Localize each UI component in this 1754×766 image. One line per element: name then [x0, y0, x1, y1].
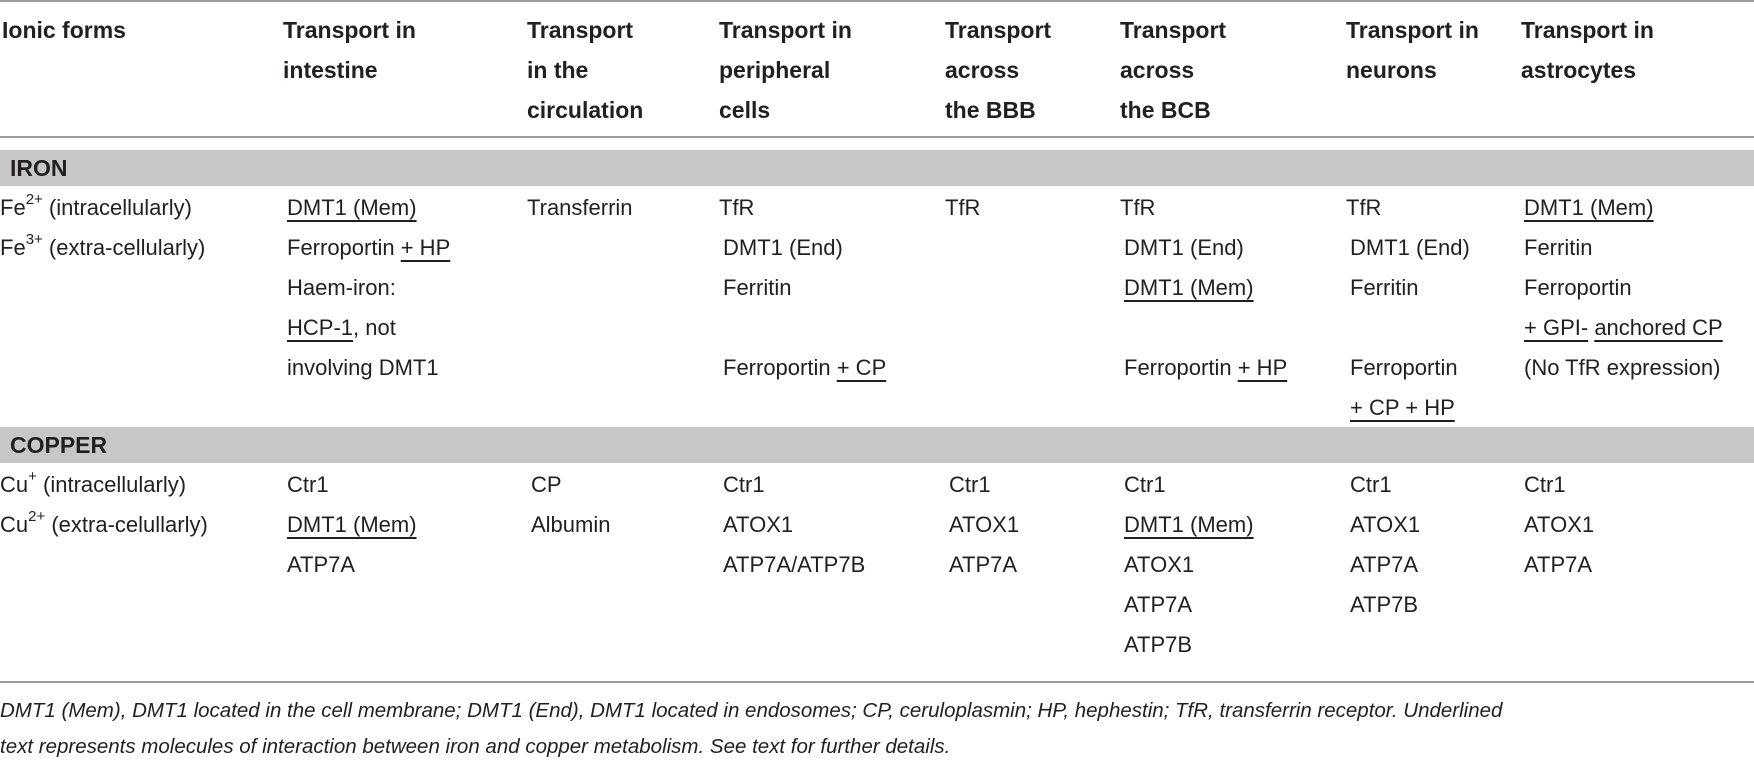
- section-band-iron: IRON: [0, 150, 1754, 186]
- copper-neurons-item: ATOX1: [1350, 512, 1421, 537]
- copper-bcb-item: ATP7A: [1124, 592, 1193, 617]
- header-peripheral: Transport in peripheral cells: [719, 17, 852, 123]
- header-bbb: Transport across the BBB: [945, 17, 1052, 123]
- header-rule: [0, 136, 1754, 138]
- copper-bcb-item: DMT1 (Mem): [1124, 512, 1254, 537]
- copper-circulation-item: Albumin: [531, 512, 611, 537]
- iron-circulation-item: Transferrin: [527, 195, 633, 220]
- copper-bbb-item: ATOX1: [949, 512, 1020, 537]
- iron-bcb-item: TfR: [1120, 195, 1156, 220]
- copper-neurons-item: ATP7A: [1350, 552, 1419, 577]
- iron-peripheral-item: Ferritin: [723, 275, 792, 300]
- ionic-form-fe3: Fe3+ (extra-cellularly): [0, 230, 206, 260]
- iron-intestine-item: DMT1 (Mem): [287, 195, 417, 220]
- section-label-copper: COPPER: [10, 432, 108, 458]
- iron-neurons-item: + CP + HP: [1350, 395, 1455, 420]
- iron-peripheral-item: Ferroportin + CP: [723, 355, 887, 380]
- iron-astrocytes-item: Ferroportin: [1524, 275, 1632, 300]
- iron-astrocytes-item: Ferritin: [1524, 235, 1593, 260]
- header-bcb: Transport across the BCB: [1120, 17, 1227, 123]
- iron-bcb-item: DMT1 (End): [1124, 235, 1244, 260]
- iron-peripheral-item: DMT1 (End): [723, 235, 843, 260]
- section-band-copper: COPPER: [0, 427, 1754, 463]
- iron-bcb-item: Ferroportin + HP: [1124, 355, 1288, 380]
- copper-intestine-item: DMT1 (Mem): [287, 512, 417, 537]
- copper-bbb-item: Ctr1: [949, 472, 991, 497]
- copper-peripheral-item: ATOX1: [723, 512, 794, 537]
- copper-astrocytes-item: Ctr1: [1524, 472, 1566, 497]
- copper-astrocytes-item: ATOX1: [1524, 512, 1595, 537]
- copper-bcb-item: Ctr1: [1124, 472, 1166, 497]
- iron-neurons-item: Ferroportin: [1350, 355, 1458, 380]
- copper-intestine-item: Ctr1: [287, 472, 329, 497]
- table-footnote-line-1: DMT1 (Mem), DMT1 located in the cell mem…: [0, 699, 1503, 722]
- copper-peripheral-item: ATP7A/ATP7B: [723, 552, 866, 577]
- copper-bcb-item: ATOX1: [1124, 552, 1195, 577]
- iron-neurons-item: DMT1 (End): [1350, 235, 1470, 260]
- table-footnote-line-2: text represents molecules of interaction…: [0, 735, 951, 758]
- iron-neurons-item: Ferritin: [1350, 275, 1419, 300]
- header-astrocytes: Transport in astrocytes: [1521, 17, 1654, 83]
- section-label-iron: IRON: [10, 155, 68, 181]
- copper-circulation-item: CP: [531, 472, 562, 497]
- header-circulation: Transport in the circulation: [527, 17, 644, 123]
- bottom-rule: [0, 681, 1754, 683]
- copper-intestine-item: ATP7A: [287, 552, 356, 577]
- iron-intestine-item: Haem-iron:: [287, 275, 396, 300]
- iron-neurons-item: TfR: [1346, 195, 1382, 220]
- copper-bcb-item: ATP7B: [1124, 632, 1193, 657]
- iron-intestine-item: involving DMT1: [287, 355, 439, 380]
- header-neurons: Transport in neurons: [1346, 17, 1479, 83]
- iron-peripheral-item: TfR: [719, 195, 755, 220]
- ionic-form-fe2: Fe2+ (intracellularly): [0, 190, 192, 220]
- copper-neurons-item: ATP7B: [1350, 592, 1419, 617]
- header-intestine: Transport in intestine: [283, 17, 416, 83]
- ionic-form-cu2: Cu2+ (extra-celullarly): [0, 507, 208, 537]
- iron-intestine-item: Ferroportin + HP: [287, 235, 451, 260]
- iron-astrocytes-item: DMT1 (Mem): [1524, 195, 1654, 220]
- header-ionic-forms: Ionic forms: [2, 17, 126, 43]
- copper-neurons-item: Ctr1: [1350, 472, 1392, 497]
- iron-astrocytes-item: (No TfR expression): [1524, 355, 1721, 380]
- iron-bbb-item: TfR: [945, 195, 981, 220]
- copper-peripheral-item: Ctr1: [723, 472, 765, 497]
- top-rule: [0, 0, 1754, 2]
- iron-intestine-item: HCP-1, not: [287, 315, 396, 340]
- copper-bbb-item: ATP7A: [949, 552, 1018, 577]
- copper-astrocytes-item: ATP7A: [1524, 552, 1593, 577]
- iron-bcb-item: DMT1 (Mem): [1124, 275, 1254, 300]
- iron-astrocytes-item: + GPI- anchored CP: [1524, 315, 1723, 340]
- ionic-form-cu1: Cu+ (intracellularly): [0, 467, 187, 497]
